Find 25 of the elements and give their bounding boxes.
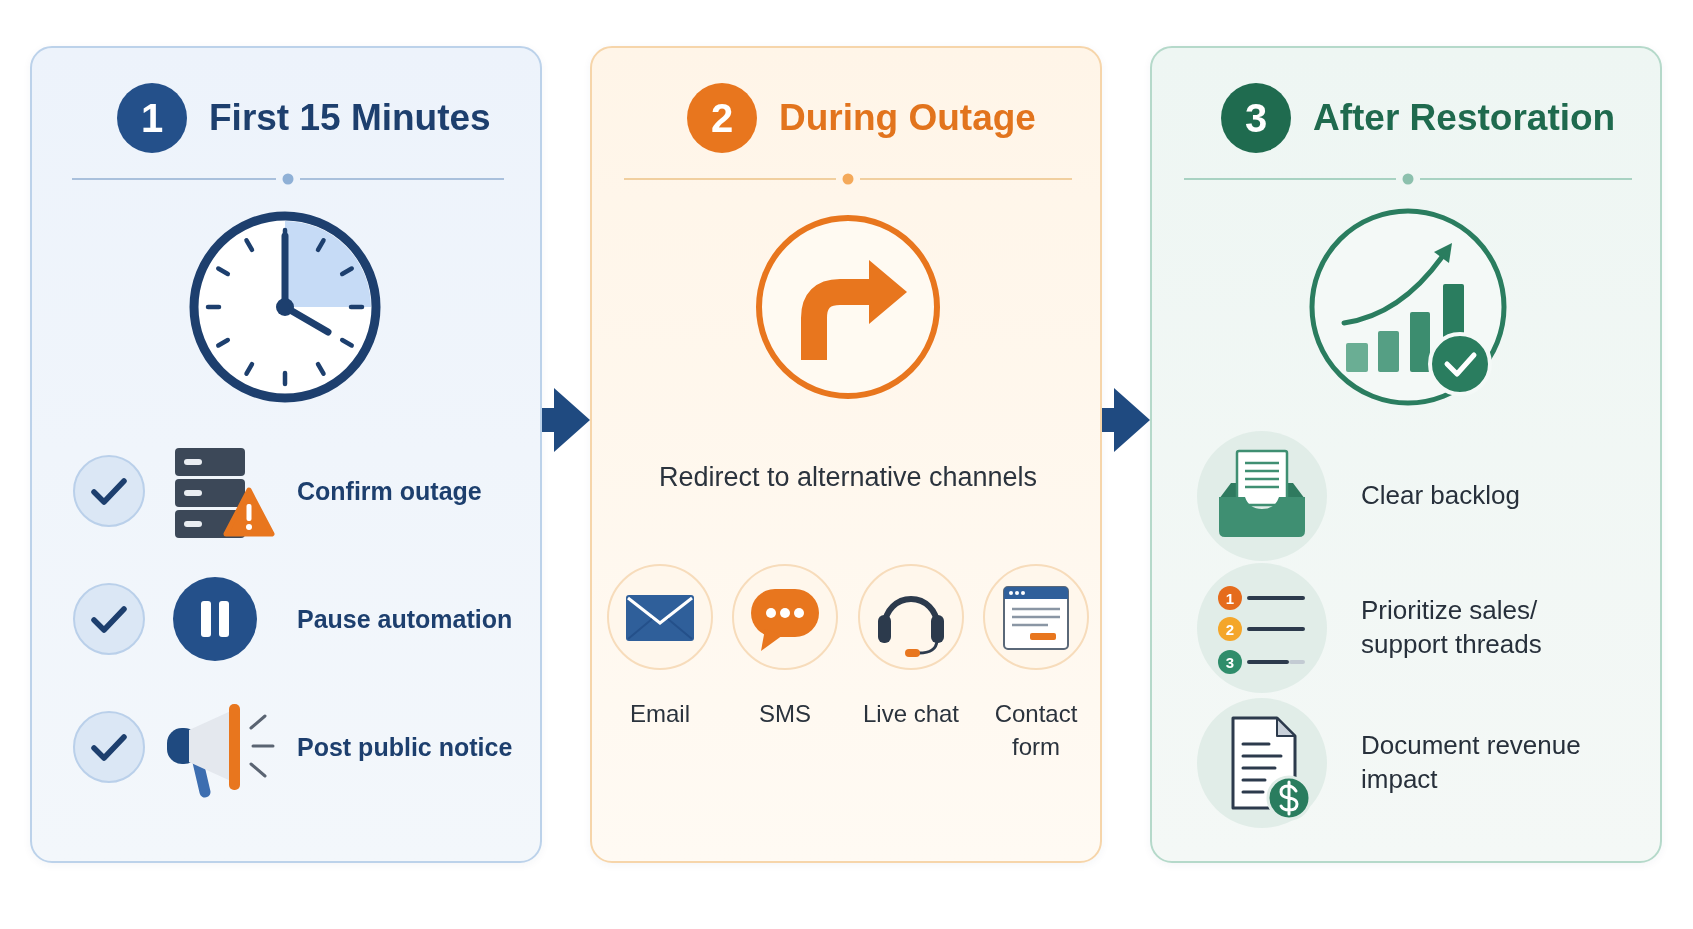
step-text: Prioritize sales/ support threads: [1361, 594, 1543, 661]
step-text: Pause automation: [297, 603, 514, 635]
step-text: Document revenue impact: [1361, 729, 1582, 796]
number-marker: 2: [1218, 617, 1242, 641]
step-number-badge: 3: [1221, 83, 1291, 153]
phase-panel: [30, 46, 542, 863]
number-marker: 1: [1218, 586, 1242, 610]
channel-label: SMS: [758, 699, 812, 729]
panel-heading: First 15 Minutes: [209, 97, 492, 139]
step-number-badge: 1: [117, 83, 187, 153]
step-text: Post public notice: [297, 731, 514, 763]
step-number-badge: 2: [687, 83, 757, 153]
channel-label: Live chat: [861, 699, 961, 729]
flow-arrow: [1102, 388, 1150, 452]
phase-panel: [590, 46, 1102, 863]
section-subtitle: Redirect to alternative channels: [657, 461, 1039, 495]
number-marker: 3: [1218, 650, 1242, 674]
flow-arrow: [542, 388, 590, 452]
panel-heading: After Restoration: [1313, 97, 1617, 139]
channel-label: Email: [629, 699, 691, 729]
phase-panel: [1150, 46, 1662, 863]
step-text: Clear backlog: [1361, 479, 1521, 513]
step-text: Confirm outage: [297, 475, 483, 507]
channel-label: Contact form: [993, 699, 1079, 762]
panel-heading: During Outage: [779, 97, 1037, 139]
